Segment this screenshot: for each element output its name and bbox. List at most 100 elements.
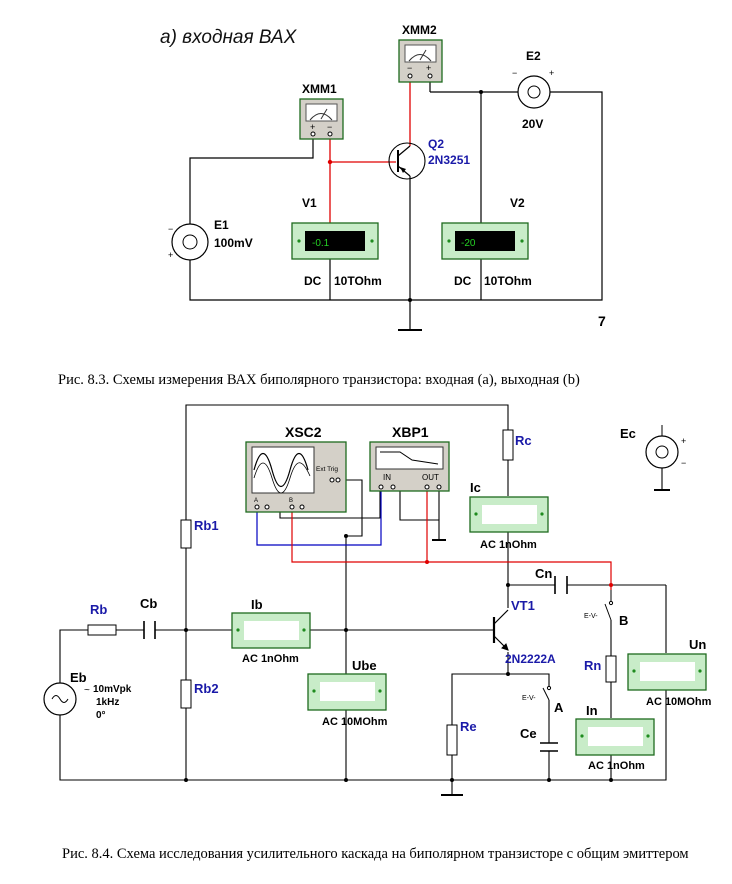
- xsc2-oscilloscope[interactable]: Ext Trig A B: [245, 441, 347, 513]
- switch-a-key: E-V-: [522, 695, 536, 702]
- q2-transistor: [388, 142, 426, 180]
- switch-b-key: E-V-: [584, 613, 598, 620]
- wire-b-un-bottom: [59, 629, 667, 781]
- wire-a-left: [189, 138, 314, 224]
- ube-mode: AC 10MOhm: [322, 716, 388, 728]
- ib-mode: AC 1nOhm: [242, 653, 299, 665]
- ube-label: Ube: [352, 658, 377, 673]
- rb-resistor: [87, 624, 117, 636]
- circuit-b: XSC2 Ext Trig A B XBP1 IN OUT: [43, 404, 712, 796]
- ic-ammeter[interactable]: [469, 496, 549, 533]
- ce-capacitor: [540, 742, 558, 752]
- v1-voltmeter[interactable]: -0.1: [291, 222, 379, 260]
- wire-b-top: [185, 404, 509, 520]
- v1-mode: DC: [304, 274, 322, 288]
- v1-res: 10TOhm: [334, 274, 382, 288]
- v2-reading: -20: [461, 238, 476, 249]
- scope-a-label: A: [254, 498, 258, 504]
- in-ammeter[interactable]: [575, 718, 655, 756]
- svg-text:~: ~: [84, 685, 90, 696]
- ube-voltmeter[interactable]: [307, 673, 387, 711]
- red-wire-scope-b: [291, 511, 612, 590]
- ib-label: Ib: [251, 597, 263, 612]
- re-resistor: [446, 724, 458, 756]
- rb1-label: Rb1: [194, 518, 219, 533]
- figure-caption-8-3: Рис. 8.3. Схемы измерения ВАХ биполярног…: [58, 372, 580, 388]
- e2-label: E2: [526, 49, 541, 63]
- svg-text:+: +: [426, 63, 431, 73]
- e2-dc-source: − +: [512, 68, 554, 109]
- rb2-label: Rb2: [194, 681, 219, 696]
- stray-mark: 7: [598, 313, 606, 329]
- rb2-resistor: [180, 679, 192, 709]
- xbp1-label: XBP1: [392, 424, 429, 440]
- svg-text:−: −: [168, 224, 173, 234]
- eb-freq: 1kHz: [96, 697, 119, 708]
- q2-label: Q2: [428, 137, 444, 151]
- eb-phase: 0°: [96, 710, 106, 721]
- un-voltmeter[interactable]: [627, 653, 707, 691]
- vt1-model: 2N2222A: [505, 652, 556, 666]
- wire-b-emitter: [451, 652, 509, 725]
- scope-b-label: B: [289, 498, 293, 504]
- svg-text:−: −: [512, 68, 517, 78]
- switch-b-label: B: [619, 613, 628, 628]
- vt1-transistor: [492, 609, 509, 651]
- switch-a[interactable]: [542, 685, 552, 701]
- v1-label: V1: [302, 196, 317, 210]
- ce-label: Ce: [520, 726, 537, 741]
- xmm1-label: XMM1: [302, 82, 337, 96]
- xbp1-bode-plotter[interactable]: IN OUT: [369, 441, 450, 492]
- svg-text:+: +: [310, 122, 315, 132]
- cb-capacitor: [143, 621, 156, 639]
- eb-ac-source: ~: [43, 682, 90, 716]
- xbp1-in-label: IN: [383, 473, 391, 482]
- cn-capacitor: [554, 576, 568, 594]
- in-meter-label: In: [586, 703, 598, 718]
- rc-label: Rc: [515, 433, 532, 448]
- q2-model: 2N3251: [428, 153, 470, 167]
- rn-resistor: [605, 655, 617, 683]
- un-label: Un: [689, 637, 706, 652]
- wire-b-xsc-gnd: [279, 490, 381, 519]
- circuit-a-title: а) входная ВАХ: [160, 27, 298, 48]
- rn-label: Rn: [584, 658, 601, 673]
- in-mode: AC 1nOhm: [588, 760, 645, 772]
- ic-mode: AC 1nOhm: [480, 539, 537, 551]
- svg-text:−: −: [327, 122, 332, 132]
- cn-label: Cn: [535, 566, 552, 581]
- xmm2-label: XMM2: [402, 23, 437, 37]
- wire-b-ext-trig: [338, 479, 363, 537]
- ic-label: Ic: [470, 480, 481, 495]
- cb-label: Cb: [140, 596, 157, 611]
- re-label: Re: [460, 719, 477, 734]
- svg-text:+: +: [168, 250, 173, 260]
- switch-a-label: A: [554, 700, 564, 715]
- e1-label: E1: [214, 218, 229, 232]
- svg-text:+: +: [549, 68, 554, 78]
- rb-label: Rb: [90, 602, 107, 617]
- e1-value: 100mV: [214, 236, 253, 250]
- xsc2-label: XSC2: [285, 424, 322, 440]
- xbp1-out-label: OUT: [422, 473, 439, 482]
- ext-trig-label: Ext Trig: [316, 466, 338, 473]
- svg-text:+: +: [681, 436, 686, 446]
- wire-a-bottom: [189, 91, 603, 301]
- e2-value: 20V: [522, 117, 543, 131]
- ec-label: Ec: [620, 426, 636, 441]
- v2-label: V2: [510, 196, 525, 210]
- ib-ammeter[interactable]: [231, 612, 311, 649]
- ec-dc-source: + −: [645, 425, 686, 469]
- eb-amp: 10mVpk: [93, 684, 132, 695]
- v2-voltmeter[interactable]: -20: [441, 222, 529, 260]
- rc-resistor: [502, 429, 514, 461]
- v1-reading: -0.1: [312, 238, 330, 249]
- wire-b-xbp-gnd: [399, 490, 440, 540]
- svg-text:−: −: [407, 63, 412, 73]
- red-wire-a-base: [329, 138, 396, 163]
- switch-b[interactable]: [604, 590, 614, 621]
- wire-b-sw-a: [508, 673, 550, 687]
- xmm1-multimeter[interactable]: + −: [299, 98, 344, 140]
- v2-mode: DC: [454, 274, 472, 288]
- xmm2-multimeter[interactable]: − +: [398, 39, 443, 83]
